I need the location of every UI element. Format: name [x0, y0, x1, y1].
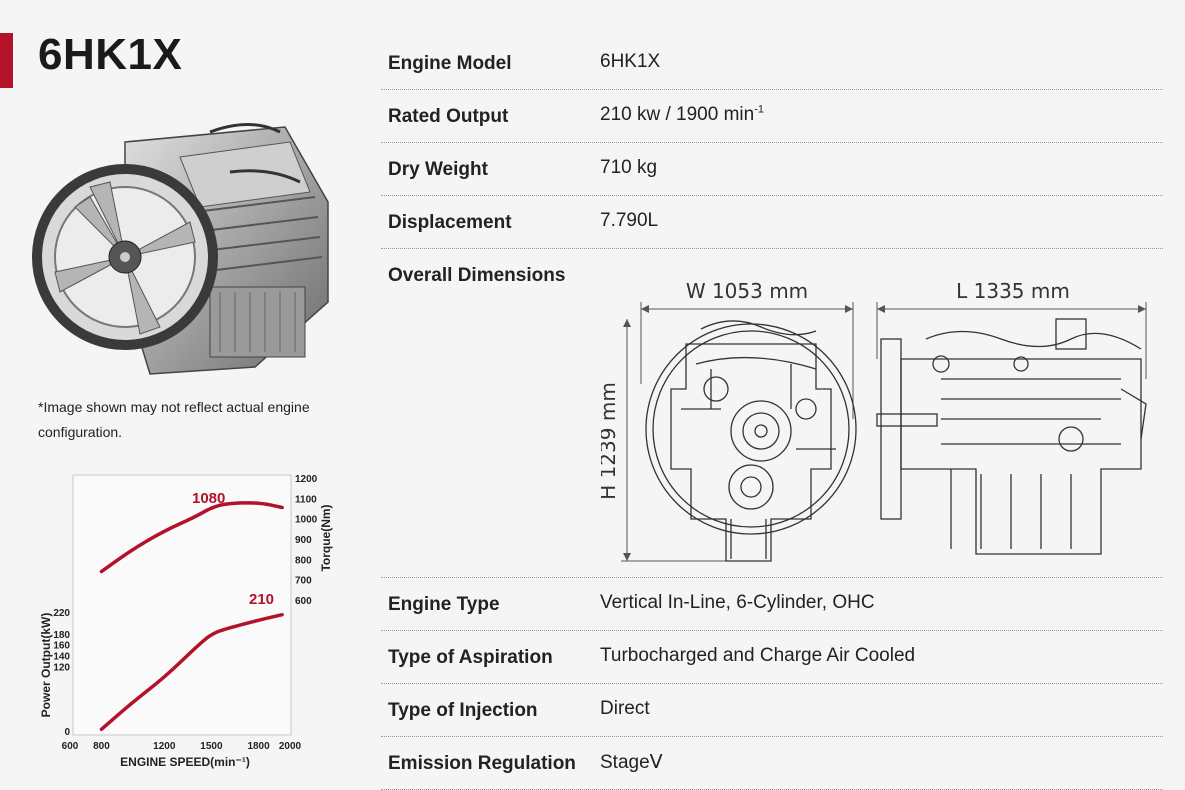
spec-value: 6HK1X	[600, 51, 661, 72]
torque-axis-label: Torque(Nm)	[319, 504, 333, 571]
spec-label: Overall Dimensions	[388, 265, 566, 286]
power-tick-label: 0	[64, 727, 70, 738]
chart-plot-area	[72, 474, 292, 736]
x-tick-label: 2000	[279, 741, 302, 752]
spec-row-aspiration: Type of Aspiration Turbocharged and Char…	[381, 631, 1163, 684]
torque-tick-label: 700	[295, 576, 312, 587]
spec-label: Dry Weight	[388, 159, 488, 180]
spec-row-rated-output: Rated Output 210 kw / 1900 min-1	[381, 90, 1163, 143]
width-dimension: W 1053 mm	[686, 279, 808, 303]
x-tick-label: 1200	[153, 741, 176, 752]
spec-value: Turbocharged and Charge Air Cooled	[600, 645, 916, 666]
spec-label: Rated Output	[388, 106, 509, 127]
x-tick-label: 800	[93, 741, 110, 752]
torque-axis-ticks: 600 700 800 900 1000 1100 1200	[295, 474, 318, 607]
power-curve	[99, 612, 284, 732]
spec-value: 210 kw / 1900 min	[600, 104, 755, 125]
power-tick-label: 140	[53, 652, 70, 663]
spec-row-injection: Type of Injection Direct	[381, 684, 1163, 737]
spec-row-displacement: Displacement 7.790L	[381, 196, 1163, 249]
spec-table: Engine Model 6HK1X Rated Output 210 kw /…	[381, 37, 1163, 790]
torque-tick-label: 1000	[295, 515, 318, 526]
engine-illustration	[32, 123, 329, 375]
torque-tick-label: 900	[295, 535, 312, 546]
spec-value: Direct	[600, 698, 650, 719]
power-peak-label: 210	[249, 591, 274, 608]
spec-row-engine-type: Engine Type Vertical In-Line, 6-Cylinder…	[381, 578, 1163, 631]
spec-value-wrapper: 210 kw / 1900 min-1	[600, 104, 764, 126]
dimensions-drawing: W 1053 mm L 1335 mm H 1239 mm	[601, 279, 1147, 562]
spec-value: 710 kg	[600, 157, 658, 178]
torque-tick-label: 1100	[295, 494, 317, 505]
image-disclaimer: *Image shown may not reflect actual engi…	[38, 399, 310, 440]
engine-front-view	[645, 320, 857, 562]
spec-label: Engine Model	[388, 53, 512, 74]
x-axis-ticks: 600 800 1200 1500 1800 2000	[62, 741, 302, 752]
spec-row-dry-weight: Dry Weight 710 kg	[381, 143, 1163, 196]
spec-value: StageⅤ	[600, 752, 663, 773]
power-tick-label: 120	[53, 663, 70, 674]
x-tick-label: 1800	[247, 741, 270, 752]
spec-label: Engine Type	[388, 594, 500, 615]
power-tick-label: 220	[53, 608, 70, 619]
torque-tick-label: 800	[295, 555, 312, 566]
torque-peak-label: 1080	[192, 490, 225, 507]
spec-label: Displacement	[388, 212, 512, 233]
page-title: 6HK1X	[38, 30, 183, 79]
spec-value: 7.790L	[600, 210, 659, 231]
x-tick-label: 1500	[200, 741, 223, 752]
height-dimension: H 1239 mm	[601, 382, 620, 500]
power-tick-label: 180	[53, 630, 70, 641]
spec-row-engine-model: Engine Model 6HK1X	[381, 37, 1163, 90]
torque-curve	[99, 501, 284, 574]
engine-side-view	[876, 318, 1147, 555]
spec-row-emission: Emission Regulation StageⅤ	[381, 737, 1163, 790]
spec-label: Type of Injection	[388, 700, 538, 721]
x-tick-label: 600	[62, 741, 79, 752]
power-axis-label: Power Output(kW)	[39, 613, 53, 718]
spec-row-overall-dimensions: Overall Dimensions W 1053 mm L 1335 mm H…	[381, 249, 1163, 578]
spec-label: Type of Aspiration	[388, 647, 553, 668]
spec-value: Vertical In-Line, 6-Cylinder, OHC	[600, 592, 875, 613]
torque-tick-label: 600	[295, 596, 312, 607]
torque-tick-label: 1200	[295, 474, 318, 485]
power-tick-label: 160	[53, 641, 70, 652]
unit-superscript: -1	[754, 103, 764, 116]
x-axis-label: ENGINE SPEED(min⁻¹)	[120, 755, 250, 769]
title-accent-bar	[0, 33, 13, 88]
length-dimension: L 1335 mm	[956, 279, 1070, 303]
spec-label: Emission Regulation	[388, 753, 576, 774]
